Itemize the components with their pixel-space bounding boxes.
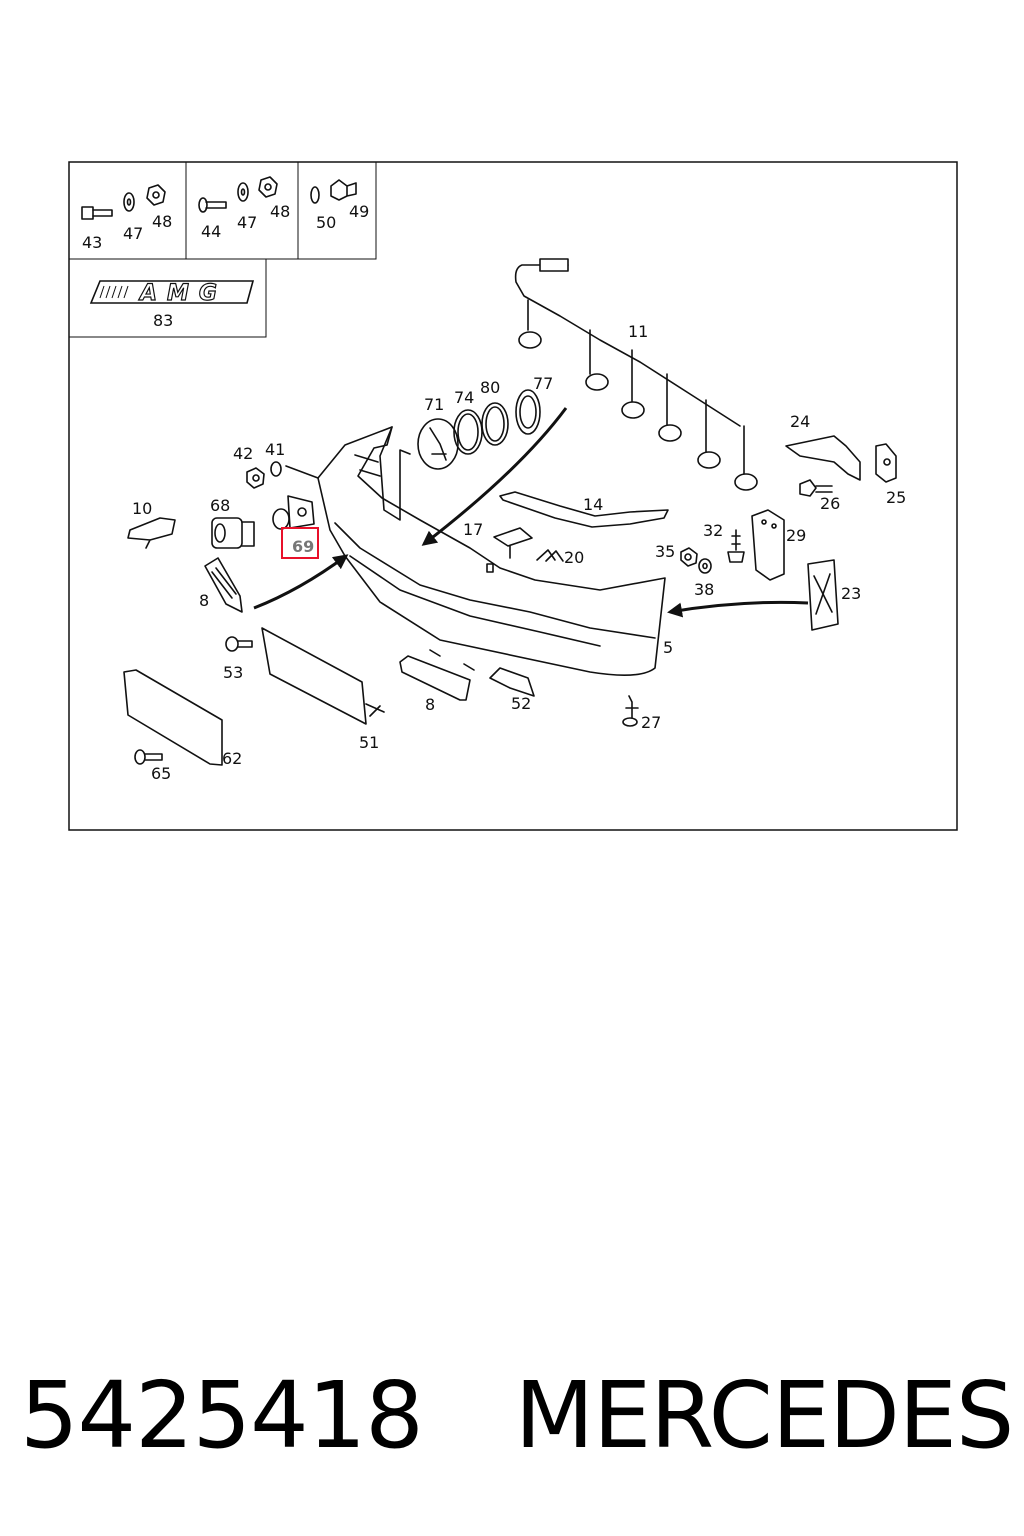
inset-boxes	[69, 162, 377, 338]
label-44: 44	[201, 222, 221, 241]
washer-41-icon	[270, 461, 319, 479]
washer-38-icon	[698, 558, 712, 574]
bolt-44-icon	[198, 197, 227, 213]
clip-17-icon	[493, 527, 533, 559]
label-43: 43	[82, 233, 102, 252]
gasket-74-icon	[453, 409, 483, 455]
bracket-29-icon	[751, 509, 785, 581]
sensor-holder-71-icon	[417, 418, 459, 470]
label-29: 29	[786, 526, 806, 545]
license-plate-bracket-icon	[261, 627, 385, 725]
bracket-10-icon	[127, 517, 176, 549]
amg-badge: AMG	[89, 280, 255, 307]
label-49: 49	[349, 202, 369, 221]
label-71: 71	[424, 395, 444, 414]
label-74: 74	[454, 388, 474, 407]
washer-47b-icon	[237, 182, 249, 202]
highlight-69-box	[281, 527, 319, 559]
assembly-arrows	[253, 407, 809, 618]
sensor-68-icon	[211, 517, 255, 549]
bolt-26-icon	[799, 479, 833, 497]
label-48a: 48	[152, 212, 172, 231]
part-number: 5425418	[20, 1361, 424, 1469]
bolt-32-icon	[727, 529, 745, 563]
label-69: 69	[292, 537, 314, 556]
label-8b: 8	[425, 695, 435, 714]
label-77: 77	[533, 374, 553, 393]
label-14: 14	[583, 495, 603, 514]
label-35: 35	[655, 542, 675, 561]
label-50: 50	[316, 213, 336, 232]
label-8a: 8	[199, 591, 209, 610]
label-62: 62	[222, 749, 242, 768]
label-47b: 47	[237, 213, 257, 232]
clips-20-icon	[536, 549, 564, 562]
bracket-52-icon	[489, 667, 535, 697]
label-51: 51	[359, 733, 379, 752]
rear-bumper-icon	[317, 426, 666, 676]
amg-logo-text: AMG	[138, 281, 227, 306]
label-80: 80	[480, 378, 500, 397]
trim-strip-icon	[499, 491, 669, 528]
label-27: 27	[641, 713, 661, 732]
label-23: 23	[841, 584, 861, 603]
callout-labels: 43 47 48 44 47 48 50 49 83 11 71 74 80 7…	[82, 202, 906, 783]
ring-80-icon	[481, 402, 509, 446]
label-5: 5	[663, 638, 673, 657]
bracket-23-icon	[807, 559, 839, 631]
bolt-53-icon	[225, 636, 253, 652]
license-plate-panel-icon	[123, 669, 223, 766]
part-caption: 5425418 MERCEDES	[20, 1350, 1014, 1480]
nut-48b-icon	[258, 176, 278, 198]
bracket-24-icon	[785, 435, 861, 481]
brand-name: MERCEDES	[514, 1361, 1015, 1469]
label-47a: 47	[123, 224, 143, 243]
label-25: 25	[886, 488, 906, 507]
label-65: 65	[151, 764, 171, 783]
label-11: 11	[628, 322, 648, 341]
label-17: 17	[463, 520, 483, 539]
label-68: 68	[210, 496, 230, 515]
washer-50-icon	[310, 186, 320, 204]
label-83: 83	[153, 311, 173, 330]
nut-35-icon	[680, 547, 698, 567]
screw-27-icon	[622, 695, 639, 727]
label-10: 10	[132, 499, 152, 518]
wiring-harness-icon	[514, 258, 758, 491]
ring-77-icon	[515, 389, 541, 435]
label-24: 24	[790, 412, 810, 431]
parts-diagram: AMG	[68, 161, 958, 831]
diagram-frame	[68, 161, 958, 831]
bolt-65-icon	[134, 749, 163, 765]
label-38: 38	[694, 580, 714, 599]
label-20: 20	[564, 548, 584, 567]
label-52: 52	[511, 694, 531, 713]
nut-49-icon	[330, 179, 357, 201]
bolt-43-icon	[81, 206, 113, 220]
label-53: 53	[223, 663, 243, 682]
label-42: 42	[233, 444, 253, 463]
clip-25-icon	[875, 443, 897, 483]
sensor-69-icon	[272, 495, 315, 530]
washer-47-icon	[123, 192, 135, 212]
nut-48-icon	[146, 184, 166, 206]
label-26: 26	[820, 494, 840, 513]
label-48b: 48	[270, 202, 290, 221]
label-41: 41	[265, 440, 285, 459]
grille-8b-icon	[399, 649, 475, 701]
nut-42-icon	[246, 467, 265, 489]
grille-8a-icon	[204, 557, 243, 613]
label-32: 32	[703, 521, 723, 540]
